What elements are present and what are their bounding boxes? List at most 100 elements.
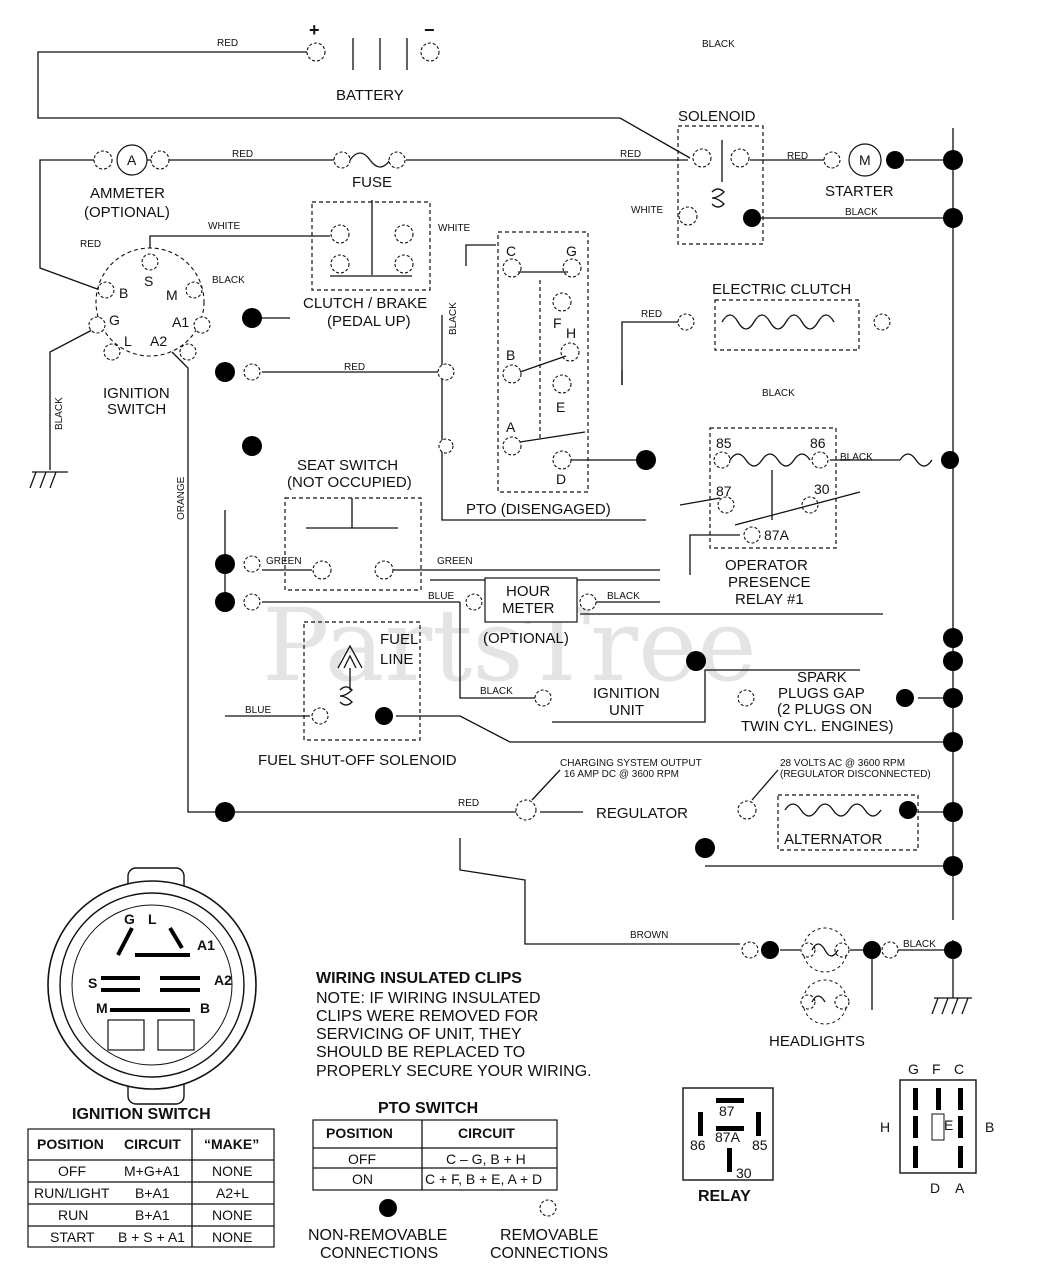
node xyxy=(943,688,963,708)
legend-removable-1: REMOVABLE xyxy=(500,1227,598,1244)
ignition-unit: IGNITION UNIT xyxy=(534,651,706,719)
starter: M STARTER xyxy=(823,143,904,200)
ign-face-a1: A1 xyxy=(197,937,215,953)
ammeter-optional: (OPTIONAL) xyxy=(84,204,170,221)
pto-switch-table: PTO SWITCH POSITION CIRCUIT OFF C – G, B… xyxy=(312,1100,558,1191)
battery: + − BATTERY xyxy=(306,20,440,104)
relay-face-87a: 87A xyxy=(715,1129,741,1145)
table-row: START xyxy=(50,1229,95,1245)
pto-pin-h: H xyxy=(566,325,576,341)
pto-pin-a: A xyxy=(506,419,516,435)
seat-switch-label: SEAT SWITCH xyxy=(297,457,398,474)
pto-face-b: B xyxy=(985,1119,994,1135)
ignition-switch-schematic: S B M G A1 L A2 IGNITION SWITCH xyxy=(88,247,211,418)
table-row: B+A1 xyxy=(135,1207,170,1223)
wire-label-black: BLACK xyxy=(448,302,459,335)
battery-plus: + xyxy=(309,20,320,40)
removable-nodes xyxy=(243,363,455,611)
table-row: ON xyxy=(352,1171,373,1187)
pto-table-title: PTO SWITCH xyxy=(378,1100,478,1117)
solenoid-label: SOLENOID xyxy=(678,108,756,125)
relay-face-30: 30 xyxy=(736,1165,752,1181)
legend-removable-2: CONNECTIONS xyxy=(490,1245,608,1262)
pto-pin-e: E xyxy=(556,399,565,415)
wire-label-black: BLACK xyxy=(607,591,640,602)
ignition-switch-table: IGNITION SWITCH POSITION CIRCUIT “MAKE” … xyxy=(27,1106,275,1248)
legend: NON-REMOVABLE CONNECTIONS REMOVABLE CONN… xyxy=(308,1199,608,1262)
relay-face-title: RELAY xyxy=(698,1188,751,1205)
table-row: C – G, B + H xyxy=(446,1151,526,1167)
node xyxy=(215,554,235,574)
relay-pin-86: 86 xyxy=(810,435,826,451)
hour-meter-label: HOUR xyxy=(506,583,550,600)
wire-label-black: BLACK xyxy=(212,275,245,286)
hour-meter: HOUR METER (OPTIONAL) xyxy=(465,577,597,647)
node xyxy=(242,436,262,456)
spark-label-4: TWIN CYL. ENGINES) xyxy=(741,718,894,735)
wire-label-red: RED xyxy=(787,151,808,162)
pto-col-position: POSITION xyxy=(326,1125,393,1141)
spark-label-3: (2 PLUGS ON xyxy=(777,701,872,718)
table-row: NONE xyxy=(212,1163,252,1179)
fuse: FUSE xyxy=(333,151,406,191)
pto-pin-d: D xyxy=(556,471,566,487)
ign-col-circuit: CIRCUIT xyxy=(124,1136,181,1152)
wire-label-red: RED xyxy=(344,362,365,373)
table-row: B + S + A1 xyxy=(118,1229,185,1245)
battery-label: BATTERY xyxy=(336,87,404,104)
note-line: PROPERLY SECURE YOUR WIRING. xyxy=(316,1063,592,1080)
pto-face-f: F xyxy=(932,1061,941,1077)
node xyxy=(215,802,235,822)
table-row: OFF xyxy=(348,1151,376,1167)
pto-pin-b: B xyxy=(506,347,515,363)
wire-label-white: WHITE xyxy=(208,221,241,232)
fuel-solenoid: FUEL LINE FUEL SHUT-OFF SOLENOID xyxy=(258,621,457,769)
wire-label-blue: BLUE xyxy=(428,591,454,602)
ammeter-label: AMMETER xyxy=(90,185,165,202)
ignition-unit-label: IGNITION xyxy=(593,685,660,702)
wire-label-green: GREEN xyxy=(266,556,302,567)
volts-ac-2: (REGULATOR DISCONNECTED) xyxy=(780,769,931,780)
clutch-brake-switch: CLUTCH / BRAKE (PEDAL UP) xyxy=(303,200,431,330)
fuel-solenoid-label: FUEL SHUT-OFF SOLENOID xyxy=(258,752,457,769)
wire-label-red: RED xyxy=(458,798,479,809)
wire-label-red: RED xyxy=(232,149,253,160)
volts-ac-1: 28 VOLTS AC @ 3600 RPM xyxy=(780,758,905,769)
relay-pin-30: 30 xyxy=(814,481,830,497)
solenoid: SOLENOID xyxy=(677,108,764,245)
alternator-label: ALTERNATOR xyxy=(784,831,883,848)
node xyxy=(943,856,963,876)
table-row: C + F, B + E, A + D xyxy=(425,1171,542,1187)
ign-face-g: G xyxy=(124,911,135,927)
relay-face-86: 86 xyxy=(690,1137,706,1153)
ign-col-make: “MAKE” xyxy=(204,1136,259,1152)
legend-open-dot xyxy=(539,1199,557,1217)
relay-label-1: OPERATOR xyxy=(725,557,808,574)
ignition-switch-face: G L A1 S A2 M B xyxy=(47,867,257,1105)
headlights: HEADLIGHTS xyxy=(741,927,962,1050)
starter-label: STARTER xyxy=(825,183,894,200)
pto-face-h: H xyxy=(880,1119,890,1135)
wire-label-black: BLACK xyxy=(762,388,795,399)
non-removable-nodes xyxy=(215,150,963,876)
table-row: B+A1 xyxy=(135,1185,170,1201)
headlights-label: HEADLIGHTS xyxy=(769,1033,865,1050)
wire-label-brown: BROWN xyxy=(630,930,668,941)
pto-switch-schematic: C G F H B E A D PTO (DISENGAGED) xyxy=(466,231,611,518)
wire-label-black: BLACK xyxy=(840,452,873,463)
node xyxy=(943,732,963,752)
node xyxy=(943,150,963,170)
pto-col-circuit: CIRCUIT xyxy=(458,1125,515,1141)
table-row: M+G+A1 xyxy=(124,1163,180,1179)
electric-clutch-label: ELECTRIC CLUTCH xyxy=(712,281,851,298)
ammeter: A AMMETER (OPTIONAL) xyxy=(84,144,170,221)
electric-clutch: ELECTRIC CLUTCH xyxy=(677,281,891,351)
node xyxy=(215,592,235,612)
ammeter-a: A xyxy=(127,152,137,168)
ignition-switch-label-2: SWITCH xyxy=(107,401,166,418)
ign-pin-a2: A2 xyxy=(150,333,167,349)
node xyxy=(943,628,963,648)
ignition-unit-label-2: UNIT xyxy=(609,702,644,719)
table-row: A2+L xyxy=(216,1185,249,1201)
